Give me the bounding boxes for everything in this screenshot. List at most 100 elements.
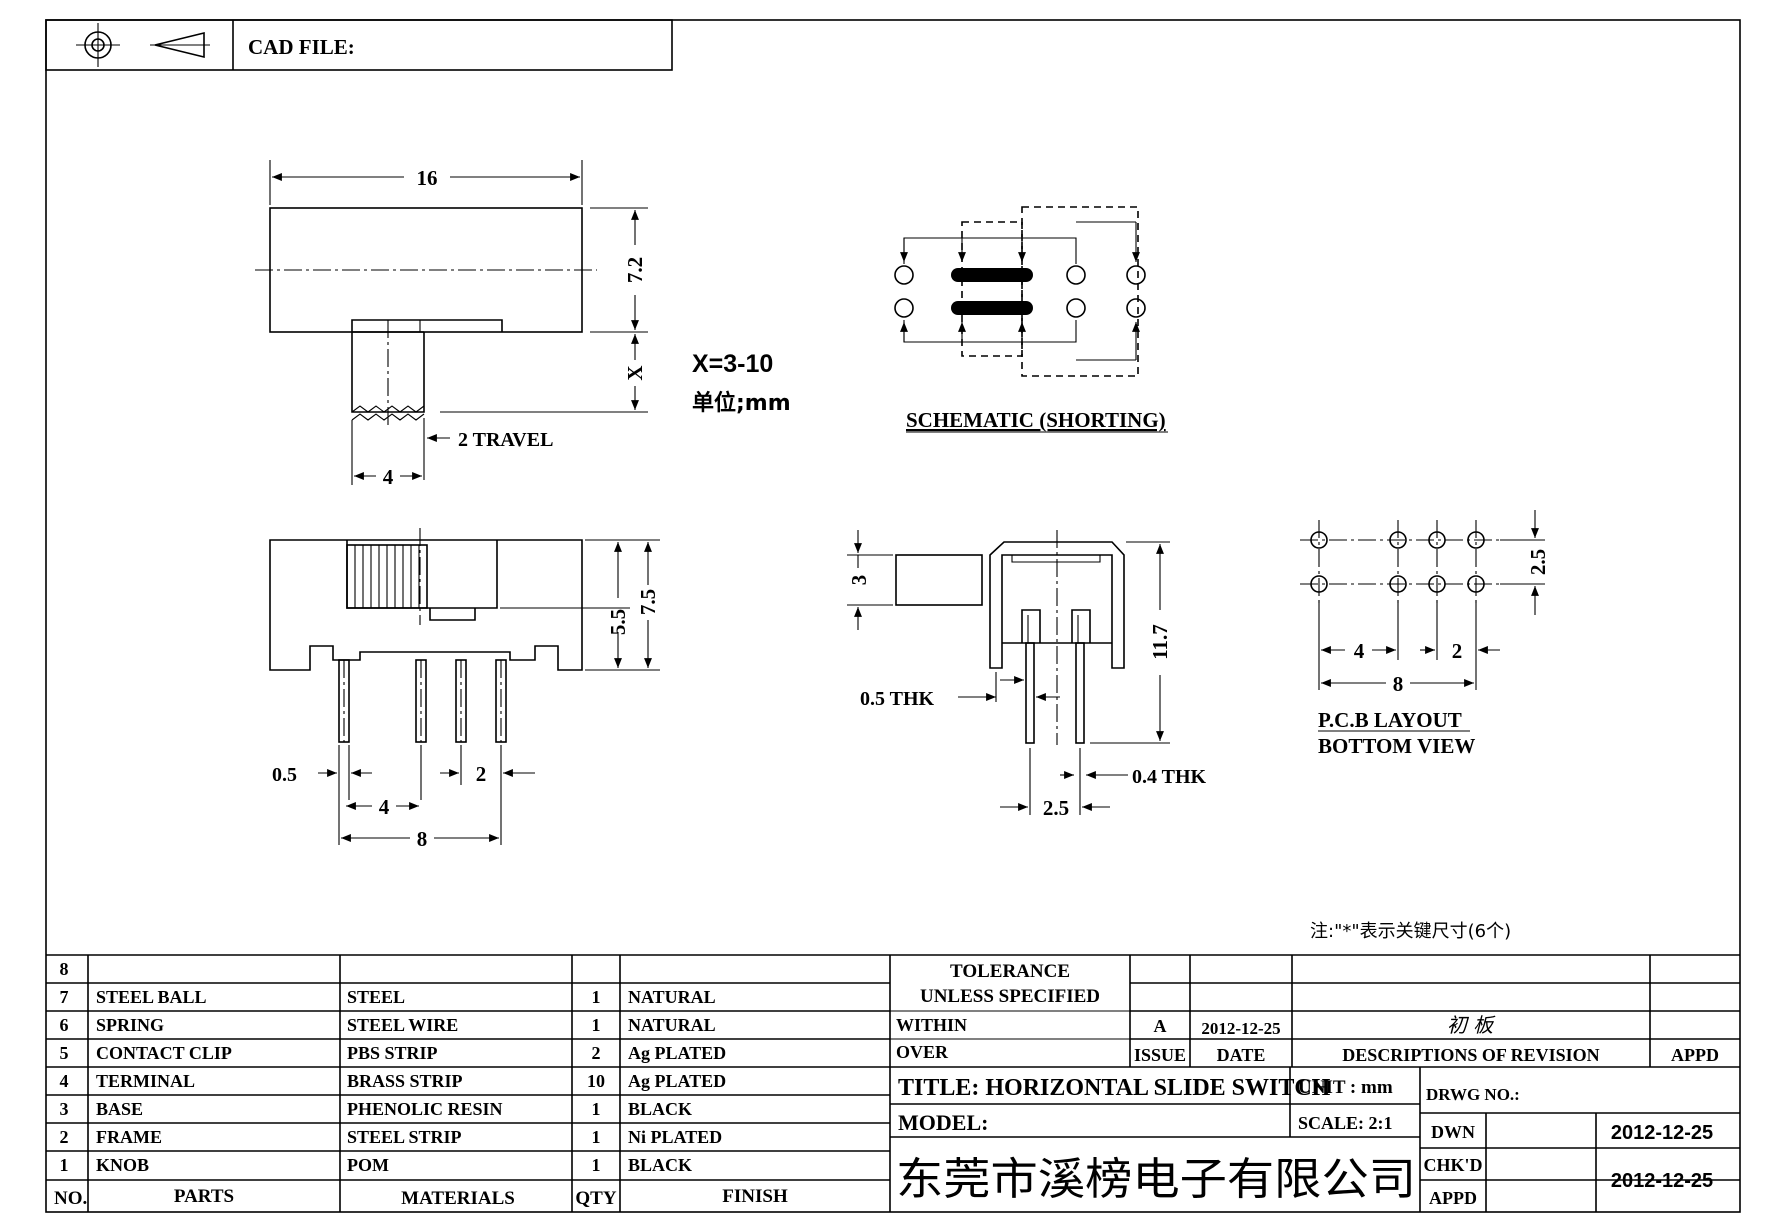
bom-table	[46, 954, 1740, 1212]
bom-part: TERMINAL	[96, 1071, 195, 1091]
model-label: MODEL:	[898, 1110, 988, 1135]
chkd-label: CHK'D	[1423, 1155, 1482, 1175]
dim-pcb-8: 8	[1393, 672, 1404, 696]
bom-no: 4	[60, 1071, 69, 1091]
dim-pitch-8: 8	[417, 827, 428, 851]
over-label: OVER	[896, 1042, 949, 1062]
schematic-diagram: SCHEMATIC (SHORTING)	[894, 206, 1168, 433]
bom-row: 5 CONTACT CLIP PBS STRIP 2 Ag PLATED	[60, 1043, 727, 1063]
issue-label: ISSUE	[1134, 1045, 1186, 1065]
drawing-title: TITLE: HORIZONTAL SLIDE SWITCH	[898, 1075, 1331, 1101]
bom-no: 7	[60, 987, 69, 1007]
dim-pin-thk-0-5: 0.5	[272, 764, 297, 786]
bom-header-row: NO. PARTS MATERIALS QTY FINISH	[54, 1186, 788, 1209]
bom-no: 2	[60, 1127, 69, 1147]
header-qty: QTY	[575, 1188, 616, 1209]
schematic-label: SCHEMATIC (SHORTING)	[906, 408, 1166, 432]
bom-finish: BLACK	[628, 1099, 692, 1119]
appd2-label: APPD	[1429, 1188, 1477, 1208]
cad-file-label: CAD FILE:	[248, 35, 355, 59]
pcb-layout: 2.5 4 2 8 P.C.B LAYOUT BOTTOM VIEW	[1300, 510, 1550, 758]
bom-qty: 2	[592, 1043, 601, 1063]
bom-finish: NATURAL	[628, 987, 716, 1007]
tolerance-label: TOLERANCE	[950, 961, 1070, 982]
bom-qty: 10	[587, 1071, 605, 1091]
bom-material: PBS STRIP	[347, 1043, 438, 1063]
front-view: 5.5 7.5 0.5 2 4 8	[269, 528, 660, 851]
bom-row: 7 STEEL BALL STEEL 1 NATURAL	[60, 987, 716, 1007]
bom-part: BASE	[96, 1099, 143, 1119]
bom-material: STEEL WIRE	[347, 1015, 458, 1035]
bom-row: 3 BASE PHENOLIC RESIN 1 BLACK	[60, 1099, 693, 1119]
dim-width-16: 16	[417, 166, 438, 190]
bom-part: FRAME	[96, 1127, 162, 1147]
x-range-note: X=3-10	[692, 350, 773, 378]
sheet-border	[45, 19, 1741, 1213]
revision-issue: A	[1154, 1016, 1167, 1036]
bom-finish: Ni PLATED	[628, 1127, 722, 1147]
bom-no: 3	[60, 1099, 69, 1119]
bom-row: 8	[60, 959, 69, 979]
dwn-label: DWN	[1431, 1122, 1475, 1142]
header-parts: PARTS	[174, 1186, 234, 1207]
bom-qty: 1	[592, 987, 601, 1007]
dim-height-11-7: 11.7	[1148, 624, 1172, 660]
bom-no: 1	[60, 1155, 69, 1175]
bom-finish: Ag PLATED	[628, 1071, 726, 1091]
bom-no: 5	[60, 1043, 69, 1063]
unit-label: UNIT : mm	[1298, 1077, 1393, 1098]
dim-height-7-2: 7.2	[623, 257, 647, 283]
bom-material: BRASS STRIP	[347, 1071, 463, 1091]
bom-part: KNOB	[96, 1155, 149, 1175]
dim-travel: 2 TRAVEL	[458, 429, 553, 451]
bom-material: PHENOLIC RESIN	[347, 1099, 503, 1119]
bom-finish: NATURAL	[628, 1015, 716, 1035]
header-box: CAD FILE:	[45, 19, 673, 71]
top-view: 16 7.2 X 2 TRAVEL 4	[255, 160, 648, 489]
bom-qty: 1	[592, 1155, 601, 1175]
dim-pin-thk-0-4: 0.4 THK	[1132, 766, 1207, 788]
bom-material: STEEL	[347, 987, 405, 1007]
dim-pin-thk-0-5-side: 0.5 THK	[860, 688, 935, 710]
bom-finish: Ag PLATED	[628, 1043, 726, 1063]
bom-material: POM	[347, 1155, 389, 1175]
dim-pitch-2: 2	[476, 762, 487, 786]
unless-specified-label: UNLESS SPECIFIED	[920, 986, 1100, 1007]
scale-label: SCALE: 2:1	[1298, 1113, 1393, 1133]
descriptions-of-revision-label: DESCRIPTIONS OF REVISION	[1342, 1045, 1599, 1065]
side-view: 3 11.7 0.5 THK 0.4 THK 2.5	[847, 530, 1207, 820]
dim-row-2-5: 2.5	[1526, 549, 1550, 575]
revision-description: 初 板	[1447, 1013, 1496, 1037]
bom-finish: BLACK	[628, 1155, 692, 1175]
drwg-no-label: DRWG NO.:	[1426, 1085, 1520, 1104]
dwn-date: 2012-12-25	[1611, 1122, 1713, 1144]
bottom-view-label: BOTTOM VIEW	[1318, 734, 1475, 758]
bom-row: 1 KNOB POM 1 BLACK	[60, 1155, 693, 1175]
first-angle-projection-icon	[76, 23, 210, 67]
dim-knob-height-5-5: 5.5	[606, 609, 630, 635]
title-block: TOLERANCE UNLESS SPECIFIED WITHIN OVER A…	[890, 955, 1740, 1212]
revision-date: 2012-12-25	[1201, 1019, 1280, 1038]
key-dimension-note: 注:"*"表示关键尺寸(6个)	[1310, 921, 1511, 942]
bom-row: 4 TERMINAL BRASS STRIP 10 Ag PLATED	[60, 1071, 727, 1091]
appd-label: APPD	[1671, 1045, 1719, 1065]
dim-knob-offset-x: X	[623, 365, 647, 380]
dim-knob-width-4: 4	[383, 465, 394, 489]
dim-body-height-7-5: 7.5	[636, 589, 660, 615]
bom-qty: 1	[592, 1015, 601, 1035]
dim-pitch-4: 4	[379, 795, 390, 819]
bom-material: STEEL STRIP	[347, 1127, 462, 1147]
header-materials: MATERIALS	[401, 1188, 515, 1209]
dim-knob-3: 3	[847, 575, 871, 586]
header-no: NO.	[54, 1188, 87, 1209]
bom-qty: 1	[592, 1099, 601, 1119]
bom-no: 6	[60, 1015, 69, 1035]
dim-spacing-2-5: 2.5	[1043, 796, 1069, 820]
within-label: WITHIN	[896, 1015, 967, 1035]
bom-part: CONTACT CLIP	[96, 1043, 232, 1063]
dim-pcb-2: 2	[1452, 639, 1463, 663]
unit-note: 单位;mm	[692, 390, 791, 416]
bom-part: STEEL BALL	[96, 987, 207, 1007]
